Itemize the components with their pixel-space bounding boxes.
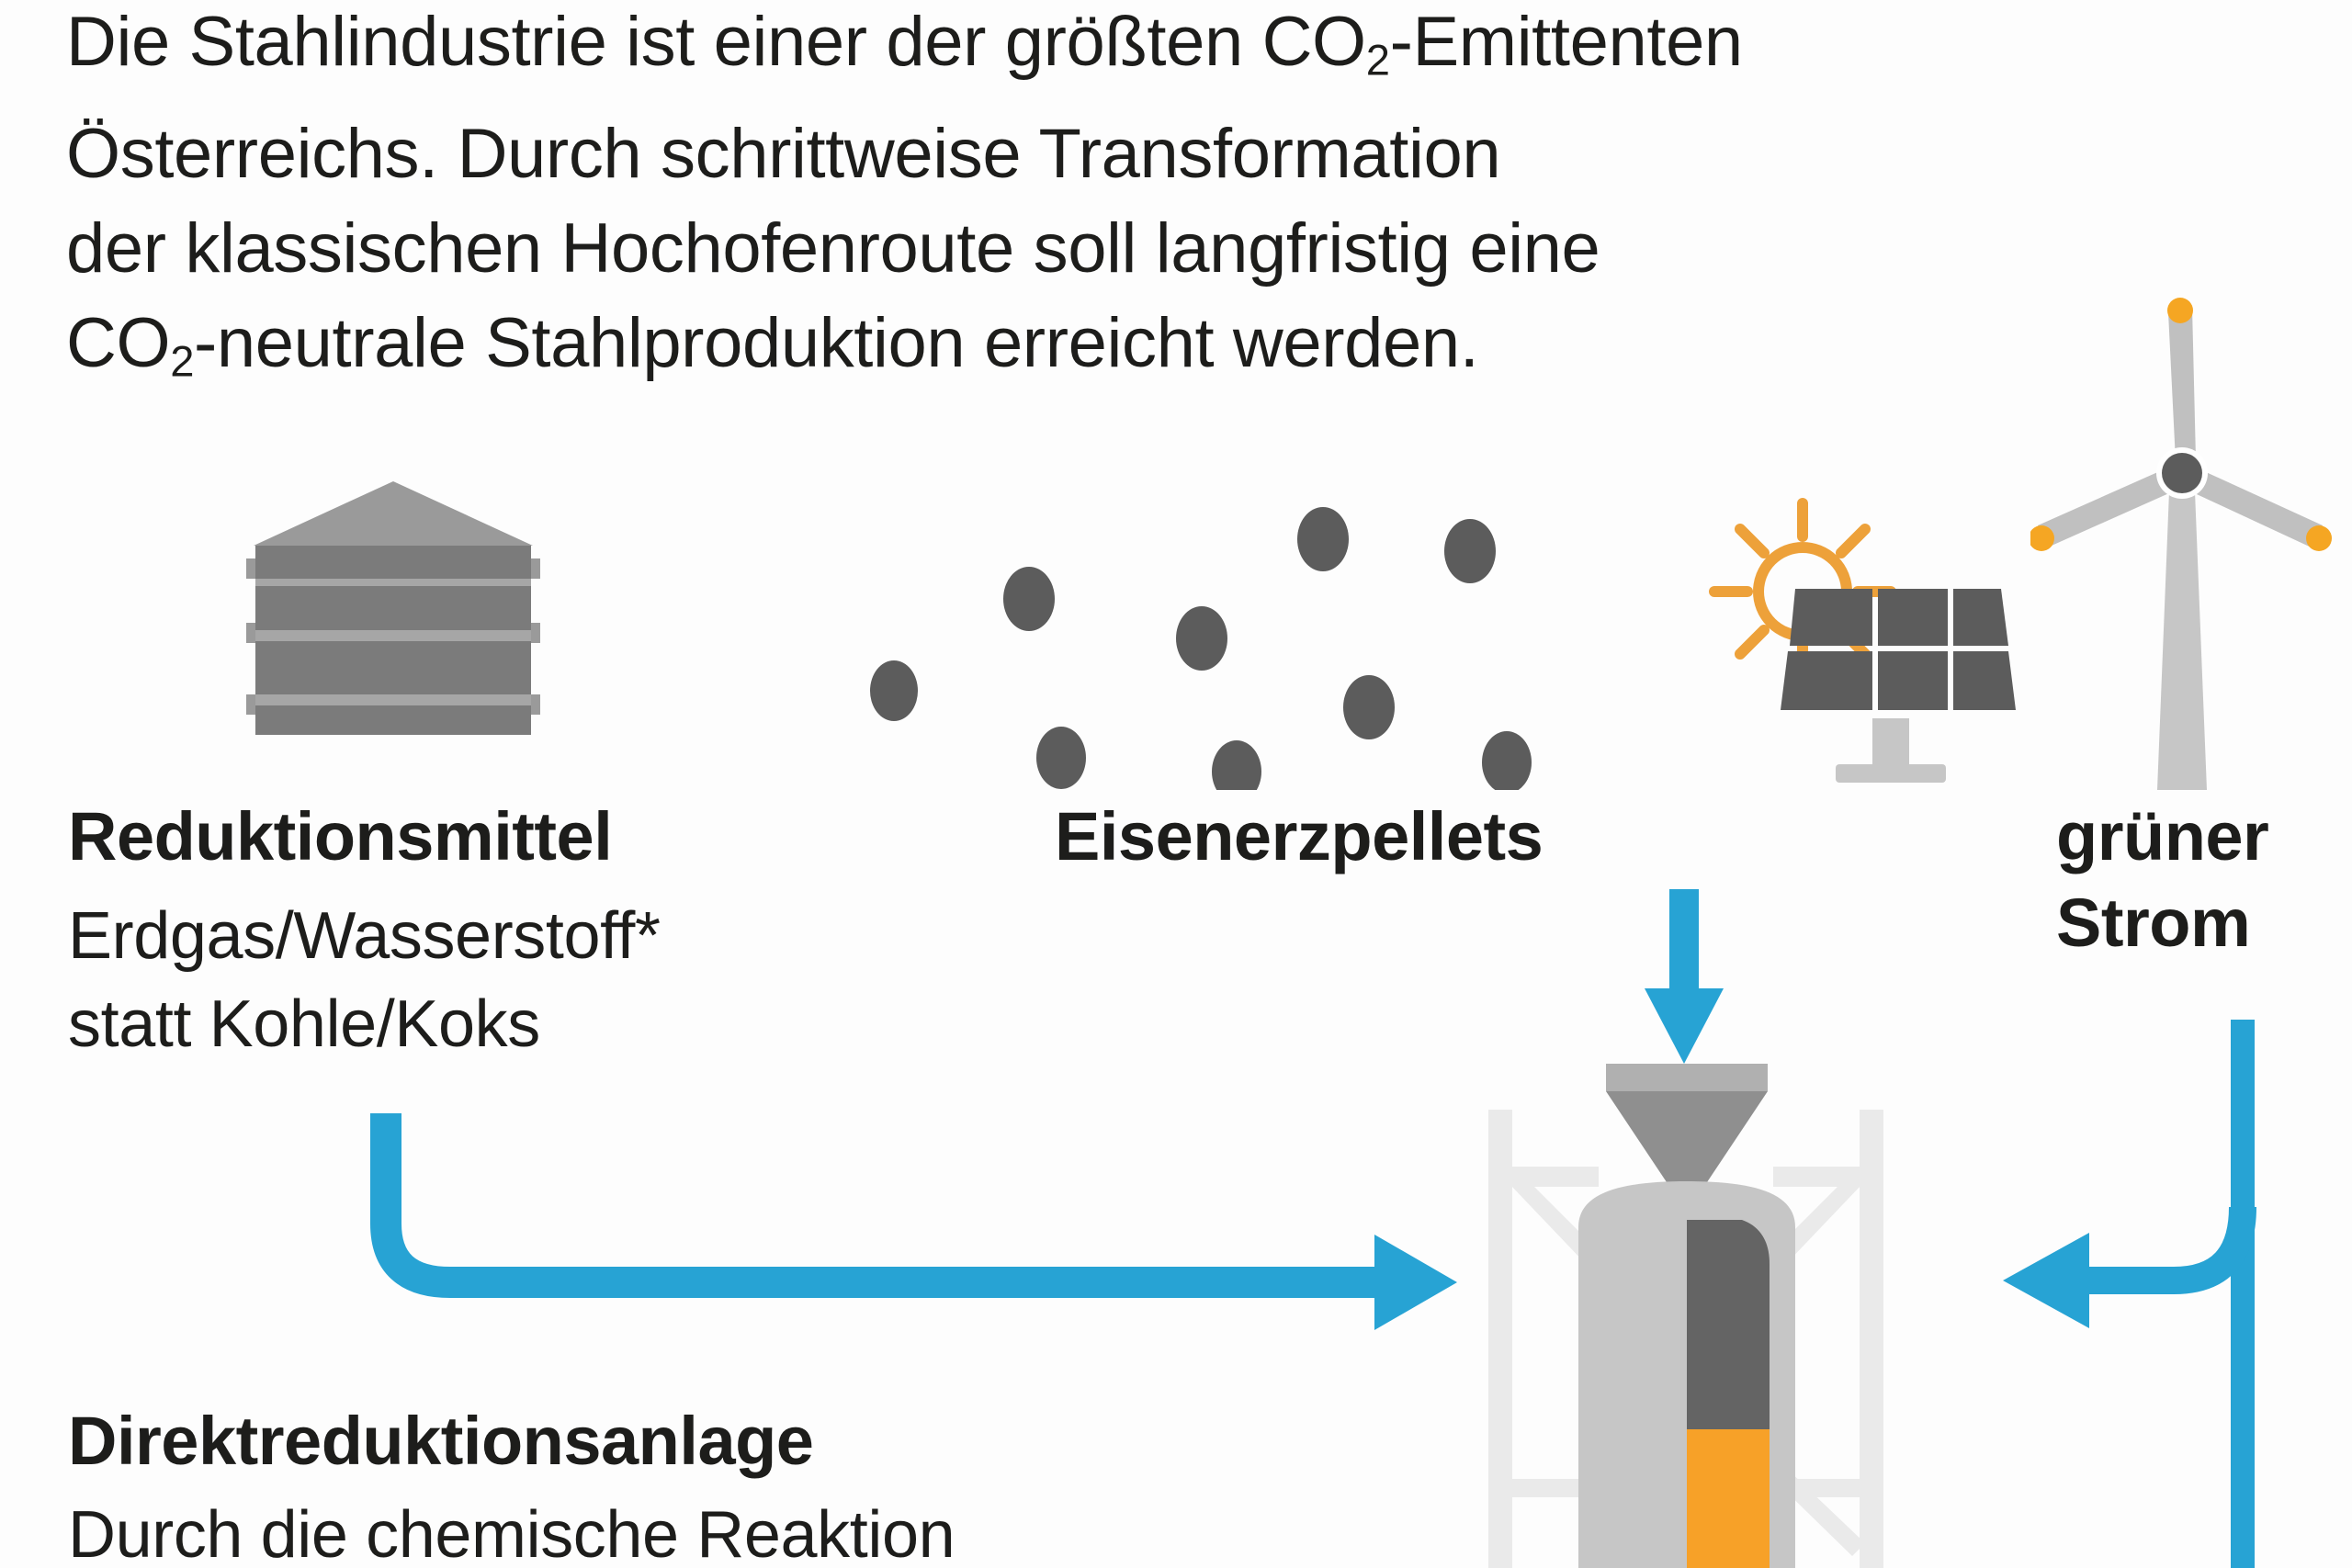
wind-turbine-icon <box>2029 294 2334 790</box>
intro-line-1-part-a: Die Stahlindustrie ist einer der größten… <box>66 3 1366 81</box>
intro-line-4-part-b: -neutrale Stahlproduktion erreicht werde… <box>194 304 1479 383</box>
label-direktreduktionsanlage: Direktreduktionsanlage <box>68 1403 814 1479</box>
intro-line-1: Die Stahlindustrie ist einer der größten… <box>66 0 2271 107</box>
turbine-hub <box>2162 453 2202 493</box>
label-eisenerzpellets: Eisenerzpellets <box>1055 798 1544 874</box>
arrow-right-elbow-icon <box>368 1113 1470 1361</box>
reactor-scaffolding <box>1488 1110 1883 1568</box>
pellet-group <box>870 507 1668 803</box>
label-direktreduktionsanlage-sub-1: Durch die chemische Reaktion <box>68 1498 956 1568</box>
intro-line-4: CO2-neutrale Stahlproduktion erreicht we… <box>66 296 2271 408</box>
turbine-tower <box>2157 468 2207 790</box>
label-gruener: grüner <box>2056 798 2269 874</box>
reactor-charge-upper <box>1687 1220 1770 1429</box>
intro-line-4-subscript: 2 <box>170 336 195 386</box>
silo-icon <box>246 474 540 750</box>
reactor-charge-lower <box>1687 1429 1770 1568</box>
solar-panel-stand <box>1836 718 1946 783</box>
arrow-left-elbow-icon <box>1966 1020 2352 1568</box>
reactor-funnel <box>1606 1064 1768 1185</box>
intro-line-1-part-b: -Emittenten <box>1389 3 1744 81</box>
intro-line-3: der klassischen Hochofenroute soll langf… <box>66 209 1600 288</box>
arrow-down-icon <box>1626 889 1755 1064</box>
solar-panel-cells <box>1781 589 2016 710</box>
intro-line-4-part-a: CO <box>66 304 171 383</box>
label-strom: Strom <box>2056 885 2251 961</box>
label-reduktionsmittel-sub-1: Erdgas/Wasserstoff* <box>68 899 661 973</box>
intro-paragraph: Die Stahlindustrie ist einer der größten… <box>66 0 2271 409</box>
solar-panel-icon <box>1696 492 2064 795</box>
iron-ore-pellets-icon <box>836 496 1668 803</box>
turbine-blades <box>2029 298 2332 551</box>
intro-line-2: Österreichs. Durch schrittweise Transfor… <box>66 115 1501 194</box>
label-reduktionsmittel: Reduktionsmittel <box>68 798 613 874</box>
label-reduktionsmittel-sub-2: statt Kohle/Koks <box>68 987 540 1061</box>
intro-line-1-subscript: 2 <box>1365 35 1390 85</box>
direct-reduction-plant-icon <box>1470 1047 1902 1568</box>
